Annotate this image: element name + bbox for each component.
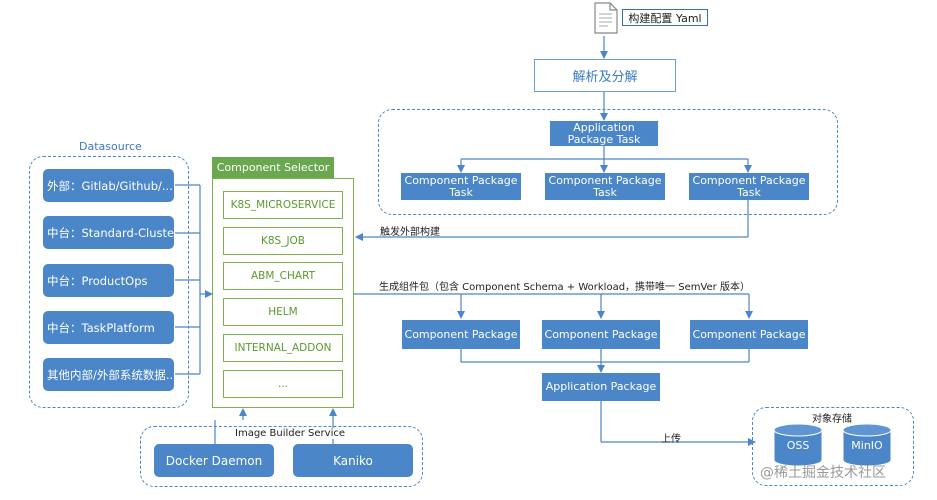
- minio-cylinder: MinIO: [842, 423, 892, 467]
- component-package-task-1: Component Package Task: [401, 173, 521, 200]
- selector-item-abm-chart: ABM_CHART: [223, 262, 343, 290]
- component-package-task-3: Component Package Task: [689, 173, 809, 200]
- datasource-item-5: 其他内部/外部系统数据...: [43, 358, 174, 391]
- watermark: @稀土掘金技术社区: [760, 465, 886, 481]
- component-package-task-2: Component Package Task: [545, 173, 665, 200]
- selector-item-k8s-microservice: K8S_MICROSERVICE: [223, 191, 343, 219]
- datasource-title: Datasource: [79, 140, 142, 153]
- upload-label: 上传: [661, 434, 681, 445]
- object-storage-title: 对象存储: [812, 414, 852, 425]
- component-package-1: Component Package: [402, 320, 520, 349]
- generate-label: 生成组件包（包含 Component Schema + Workload，携带唯…: [379, 282, 750, 293]
- yaml-label: 构建配置 Yaml: [622, 9, 708, 26]
- object-storage-group: [752, 407, 914, 486]
- task-group: [378, 109, 838, 215]
- kaniko-box: Kaniko: [293, 444, 413, 477]
- component-package-2: Component Package: [542, 320, 660, 349]
- image-builder-group: [140, 426, 423, 487]
- parse-box: 解析及分解: [534, 59, 676, 92]
- yaml-file-icon: [594, 2, 618, 34]
- application-package: Application Package: [542, 373, 660, 401]
- minio-label: MinIO: [851, 439, 883, 452]
- image-builder-title: Image Builder Service: [232, 428, 348, 439]
- oss-label: OSS: [786, 439, 810, 452]
- component-selector-panel: [212, 178, 354, 408]
- datasource-item-4: 中台：TaskPlatform: [43, 311, 174, 344]
- selector-item-internal-addon: INTERNAL_ADDON: [223, 334, 343, 362]
- component-package-3: Component Package: [690, 320, 808, 349]
- selector-item-more: ...: [223, 370, 343, 398]
- selector-item-helm: HELM: [223, 298, 343, 326]
- selector-item-k8s-job: K8S_JOB: [223, 227, 343, 255]
- datasource-item-3: 中台：ProductOps: [43, 264, 174, 297]
- oss-cylinder: OSS: [773, 423, 823, 467]
- datasource-item-1: 外部：Gitlab/Github/...: [43, 169, 174, 202]
- application-package-task: Application Package Task: [550, 121, 658, 146]
- component-selector-title: Component Selector: [212, 157, 334, 178]
- datasource-item-2: 中台：Standard-Cluster: [43, 216, 174, 249]
- docker-daemon-box: Docker Daemon: [154, 444, 274, 477]
- trigger-label: 触发外部构建: [380, 227, 440, 238]
- datasource-group: [29, 156, 189, 408]
